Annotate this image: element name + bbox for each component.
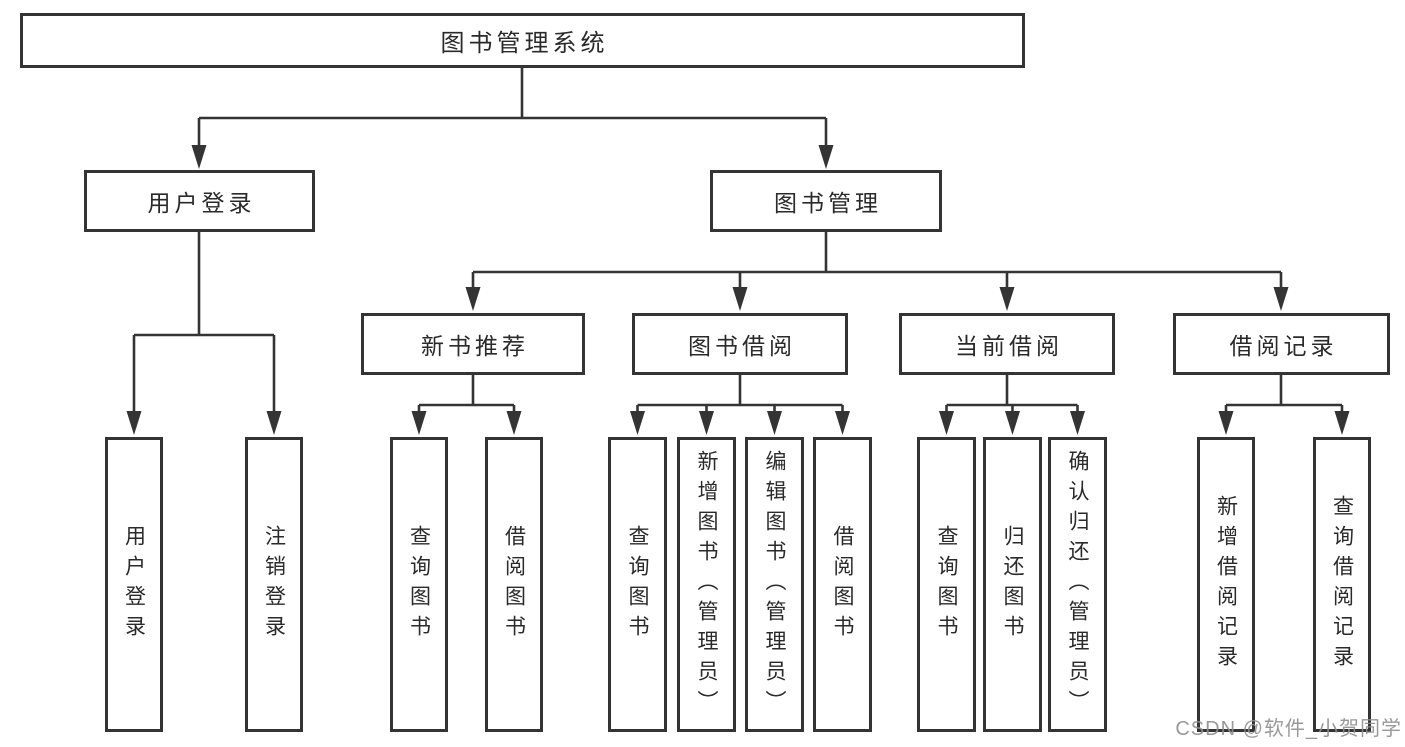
user-login-connector xyxy=(126,232,282,435)
node-library-management-system: 图书管理系统 xyxy=(20,13,1025,68)
node-current-borrowing: 当前借阅 xyxy=(899,313,1115,375)
leaf-confirm-return-admin: 确认归还（管理员） xyxy=(1048,437,1107,732)
leaf-return-books: 归还图书 xyxy=(983,437,1042,732)
arrow-down-icon xyxy=(266,411,282,435)
arrow-down-icon xyxy=(732,287,748,311)
arrow-down-icon xyxy=(1005,411,1020,435)
leaf-add-books-admin: 新增图书（管理员） xyxy=(677,437,736,732)
arrow-down-icon xyxy=(506,411,522,435)
leaf-query-books-borrowing: 查询图书 xyxy=(608,437,667,732)
arrow-down-icon xyxy=(1070,411,1085,435)
book-borrowing-connector xyxy=(630,375,850,435)
watermark: CSDN @软件_小贺同学 xyxy=(1175,718,1402,740)
root-connector xyxy=(191,68,834,169)
node-borrowing-records: 借阅记录 xyxy=(1173,313,1390,375)
node-new-book-recommend: 新书推荐 xyxy=(361,313,585,375)
arrow-down-icon xyxy=(465,287,481,311)
leaf-query-books-current: 查询图书 xyxy=(917,437,976,732)
leaf-add-borrow-record: 新增借阅记录 xyxy=(1197,437,1255,732)
leaf-borrow-books-recommend: 借阅图书 xyxy=(485,437,543,732)
arrow-down-icon xyxy=(939,411,954,435)
node-book-management: 图书管理 xyxy=(710,170,942,232)
new-book-recommend-connector xyxy=(411,375,522,435)
arrow-down-icon xyxy=(699,411,714,435)
arrow-down-icon xyxy=(126,411,142,435)
leaf-edit-books-admin: 编辑图书（管理员） xyxy=(745,437,804,732)
book-management-connector xyxy=(465,232,1289,311)
leaf-user-login: 用户登录 xyxy=(105,437,163,732)
arrow-down-icon xyxy=(999,287,1015,311)
arrow-down-icon xyxy=(767,411,782,435)
arrow-down-icon xyxy=(1218,411,1234,435)
leaf-query-borrow-record: 查询借阅记录 xyxy=(1313,437,1371,732)
leaf-query-books-recommend: 查询图书 xyxy=(390,437,448,732)
leaf-logout-login: 注销登录 xyxy=(245,437,303,732)
arrow-down-icon xyxy=(1273,287,1289,311)
arrow-down-icon xyxy=(835,411,850,435)
node-book-borrowing: 图书借阅 xyxy=(632,313,848,375)
leaf-borrow-books-borrowing: 借阅图书 xyxy=(813,437,872,732)
borrowing-records-connector xyxy=(1218,375,1350,435)
current-borrowing-connector xyxy=(939,375,1085,435)
node-user-login: 用户登录 xyxy=(84,170,315,232)
arrow-down-icon xyxy=(630,411,645,435)
arrow-down-icon xyxy=(1334,411,1350,435)
arrow-down-icon xyxy=(411,411,427,435)
arrow-down-icon xyxy=(191,145,207,169)
arrow-down-icon xyxy=(818,145,834,169)
